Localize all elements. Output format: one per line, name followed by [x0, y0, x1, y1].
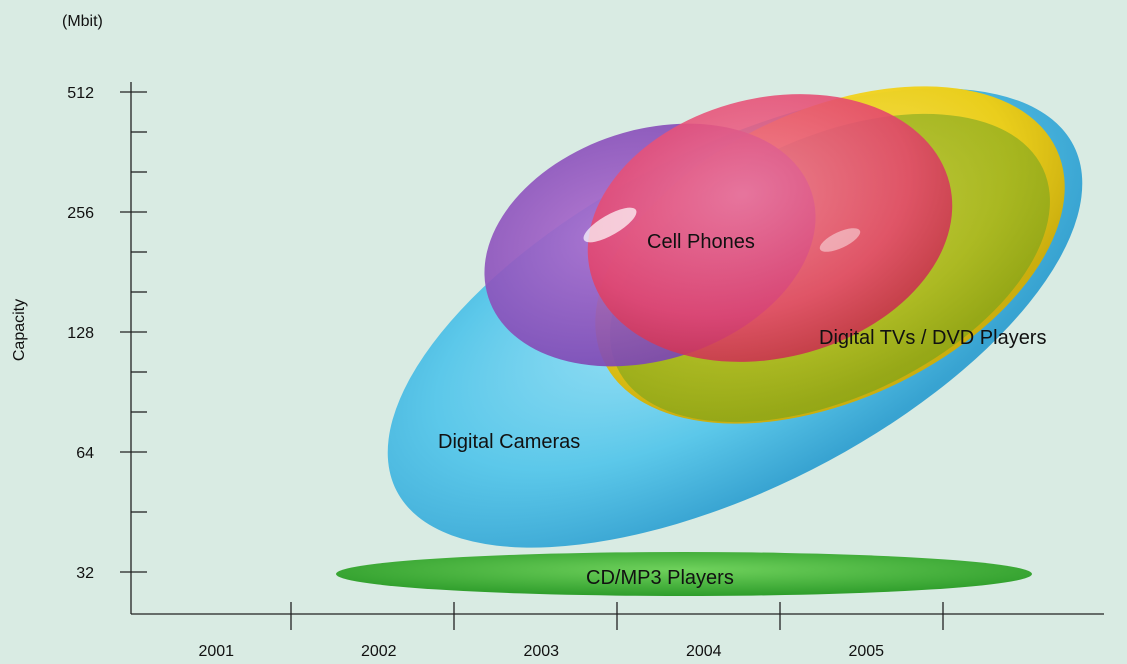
region-cd-mp3-players [336, 552, 1032, 596]
y-tick-label-64: 64 [76, 445, 94, 462]
x-ticks: 2001 2002 2003 2004 2005 [198, 602, 944, 660]
label-cd-mp3-players: CD/MP3 Players [586, 567, 734, 589]
y-minor-ticks [131, 131, 147, 513]
y-tick-label-32: 32 [76, 565, 94, 582]
axes: 32 64 128 256 512 2001 2002 2003 2004 2005 [67, 82, 1104, 660]
highlight-cell-phones [583, 207, 637, 243]
y-tick-label-128: 128 [67, 325, 94, 342]
y-tick-label-256: 256 [67, 205, 94, 222]
x-tick-label-2005: 2005 [848, 643, 884, 660]
region-cell-phones [587, 94, 953, 362]
label-digital-tvs-dvd-players: Digital TVs / DVD Players [819, 327, 1046, 349]
x-tick-label-2003: 2003 [523, 643, 559, 660]
x-tick-label-2001: 2001 [198, 643, 234, 660]
y-major-ticks: 32 64 128 256 512 [67, 85, 147, 582]
y-tick-label-512: 512 [67, 85, 94, 102]
label-cell-phones: Cell Phones [647, 231, 755, 253]
highlight-cell-phones-2 [819, 228, 861, 252]
x-tick-label-2004: 2004 [686, 643, 722, 660]
unit-label: (Mbit) [62, 13, 103, 30]
regions [336, 86, 1083, 596]
y-axis-title: Capacity [11, 299, 28, 361]
label-digital-cameras: Digital Cameras [438, 431, 580, 453]
x-tick-label-2002: 2002 [361, 643, 397, 660]
